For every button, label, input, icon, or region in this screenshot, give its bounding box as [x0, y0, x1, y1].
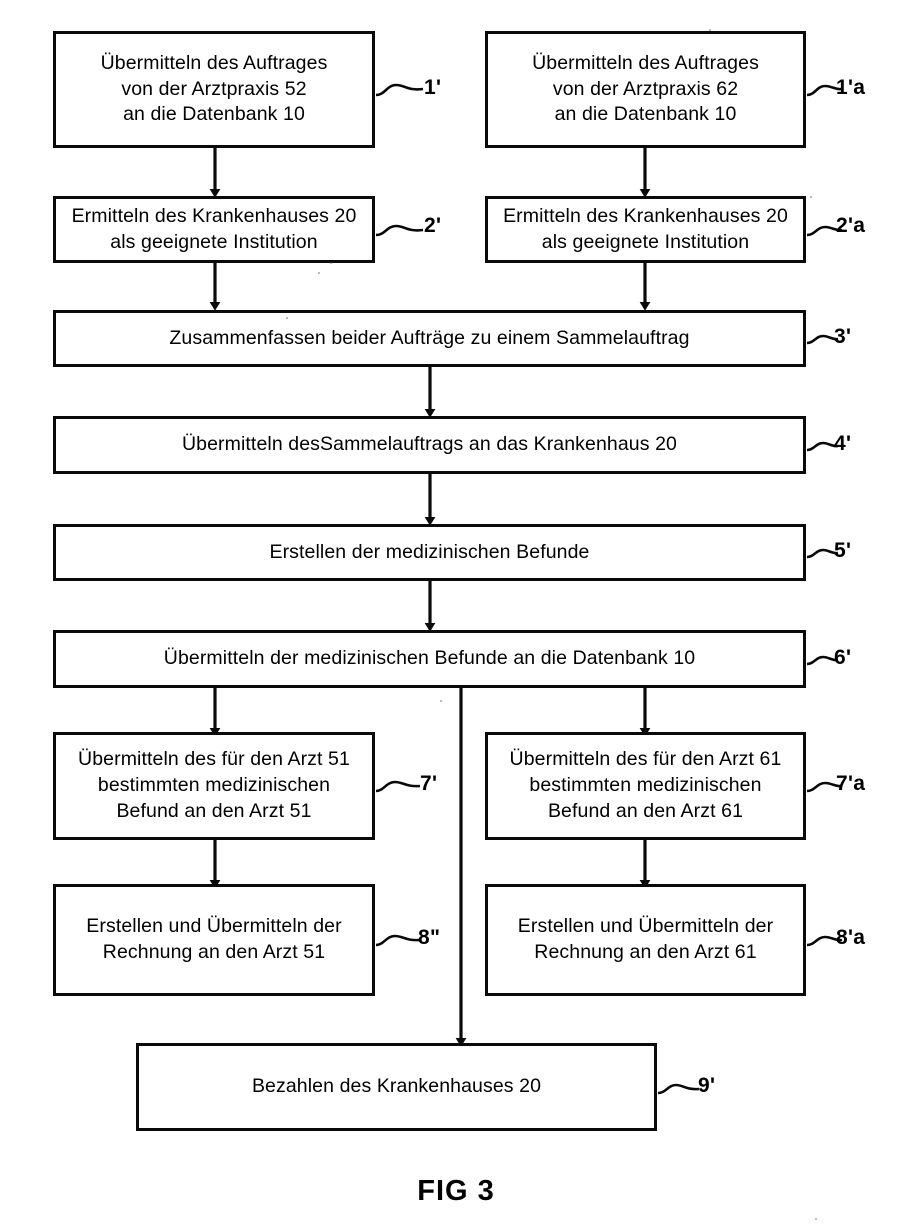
ref-label-7a: 7'a	[836, 772, 866, 795]
node-5[interactable]: Erstellen der medizinischen Befunde	[53, 524, 806, 581]
node-4[interactable]: Übermitteln desSammelauftrags an das Kra…	[53, 416, 806, 474]
ref-label-6: 6'	[834, 646, 852, 669]
ref-label-7: 7'	[420, 772, 438, 795]
ref-label-3: 3'	[834, 325, 852, 348]
leader-2	[375, 219, 427, 241]
scan-speck	[318, 272, 320, 274]
leader-7	[375, 775, 423, 797]
node-1[interactable]: Übermitteln des Auftrages von der Arztpr…	[53, 31, 375, 148]
leader-9	[657, 1078, 701, 1100]
ref-label-2a: 2'a	[836, 214, 866, 237]
ref-label-4: 4'	[834, 432, 852, 455]
node-3[interactable]: Zusammenfassen beider Aufträge zu einem …	[53, 310, 806, 367]
ref-label-2: 2'	[424, 214, 442, 237]
node-6[interactable]: Übermitteln der medizinischen Befunde an…	[53, 630, 806, 688]
ref-label-1: 1'	[424, 76, 442, 99]
scan-speck	[810, 196, 812, 198]
node-7a[interactable]: Übermitteln des für den Arzt 61 bestimmt…	[485, 732, 806, 840]
node-7[interactable]: Übermitteln des für den Arzt 51 bestimmt…	[53, 732, 375, 840]
node-8a[interactable]: Erstellen und Übermitteln der Rechnung a…	[485, 884, 806, 996]
ref-label-5: 5'	[834, 539, 852, 562]
leader-8	[375, 929, 423, 951]
node-1a[interactable]: Übermitteln des Auftrages von der Arztpr…	[485, 31, 806, 148]
scan-speck	[440, 700, 442, 702]
ref-label-9: 9'	[698, 1074, 716, 1097]
node-8[interactable]: Erstellen und Übermitteln der Rechnung a…	[53, 884, 375, 996]
node-2a[interactable]: Ermitteln des Krankenhauses 20 als geeig…	[485, 196, 806, 263]
leader-1	[375, 78, 427, 100]
node-9[interactable]: Bezahlen des Krankenhauses 20	[136, 1043, 657, 1131]
scan-speck	[709, 29, 711, 31]
node-2[interactable]: Ermitteln des Krankenhauses 20 als geeig…	[53, 196, 375, 263]
figure-caption: FIG 3	[417, 1175, 495, 1207]
ref-label-1a: 1'a	[836, 76, 866, 99]
scan-speck	[815, 1218, 817, 1220]
scan-speck	[286, 317, 288, 319]
ref-label-8a: 8'a	[836, 926, 866, 949]
scan-speck	[330, 262, 332, 264]
ref-label-8: 8"	[418, 926, 441, 949]
